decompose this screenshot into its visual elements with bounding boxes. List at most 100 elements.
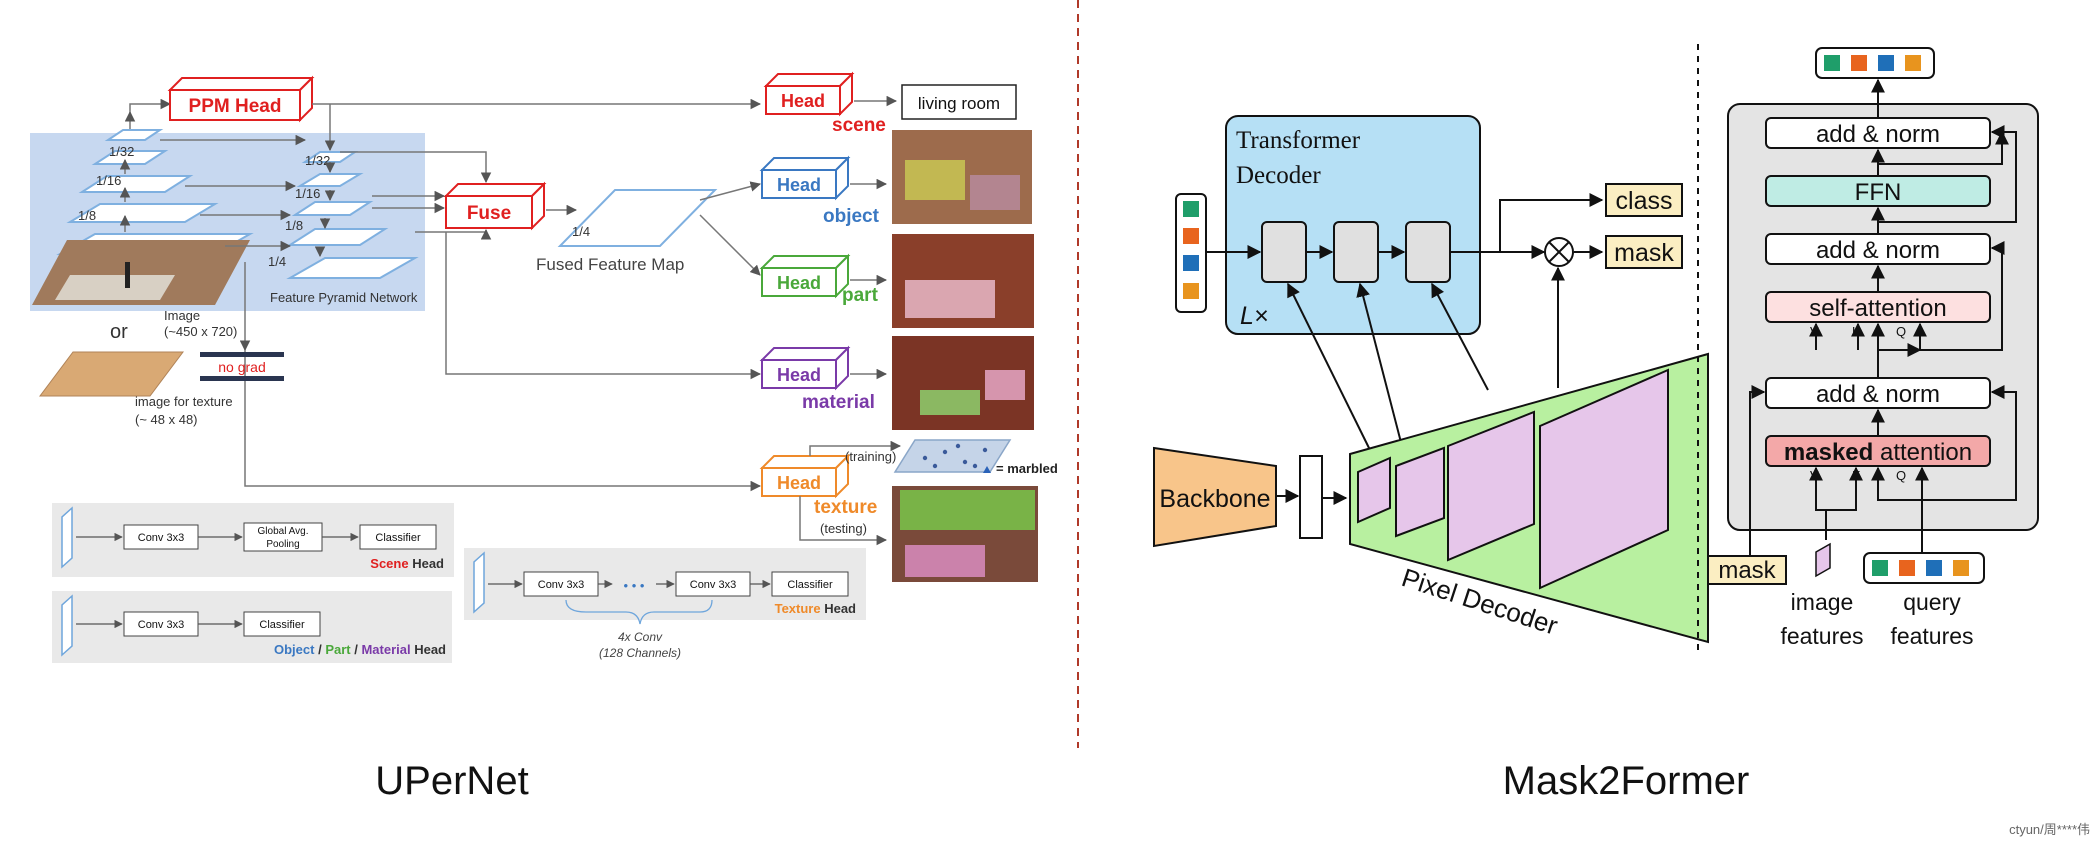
- image-features-label-2: features: [1780, 623, 1863, 649]
- image-size-label: (~450 x 720): [164, 324, 237, 339]
- upernet-caption: UPerNet: [375, 759, 528, 803]
- or-label: or: [110, 321, 128, 343]
- scene-head: Head scene: [763, 71, 886, 136]
- svg-text:Object / Part / Material Head: Object / Part / Material Head: [274, 642, 446, 657]
- pixel-feature-3: [1447, 410, 1535, 562]
- svg-text:4x Conv: 4x Conv: [618, 630, 663, 644]
- scene-head-detail: Conv 3x3 Global Avg. Pooling Classifier …: [52, 503, 454, 577]
- svg-text:Q: Q: [1896, 324, 1906, 339]
- marbled-texture-sample: [893, 439, 1012, 473]
- living-room-label: living room: [918, 94, 1000, 113]
- material-label: material: [802, 392, 875, 413]
- lx-label: L×: [1240, 302, 1269, 330]
- decoder-layer-3: [1405, 221, 1451, 283]
- decoder-layer-2: [1333, 221, 1379, 283]
- living-room-box: [901, 84, 1017, 120]
- backbone-feature: [1299, 455, 1323, 539]
- svg-text:Head: Head: [777, 365, 821, 385]
- marbled-triangle-icon: [983, 466, 991, 473]
- marbled-label: = marbled: [996, 461, 1058, 476]
- query-features-label-2: features: [1890, 623, 1973, 649]
- object-label: object: [823, 206, 880, 227]
- svg-text:add & norm: add & norm: [1816, 381, 1940, 408]
- omp-head-detail: Conv 3x3 Classifier Object / Part / Mate…: [52, 591, 452, 663]
- class-output: [1605, 183, 1683, 217]
- ppm-head-label: PPM Head: [189, 96, 282, 117]
- backbone: [1153, 446, 1277, 548]
- scene-label: scene: [832, 115, 886, 136]
- mask-input: [1707, 555, 1787, 585]
- svg-text:Q: Q: [1896, 468, 1906, 483]
- svg-text:Global Avg.: Global Avg.: [258, 526, 309, 537]
- svg-text:V: V: [1810, 324, 1819, 339]
- svg-text:Conv 3x3: Conv 3x3: [690, 579, 736, 591]
- fused-feature-map-label: Fused Feature Map: [536, 255, 684, 274]
- texture-input-image: [39, 351, 184, 397]
- training-label: (training): [845, 449, 896, 464]
- scale-label-1-32: 1/32: [109, 144, 134, 159]
- svg-text:• • •: • • •: [624, 578, 645, 593]
- svg-text:Classifier: Classifier: [259, 619, 305, 631]
- texture-image-label: image for texture: [135, 394, 233, 409]
- backbone-label: Backbone: [1159, 485, 1270, 513]
- part-label: part: [842, 285, 879, 306]
- mask2former-caption: Mask2Former: [1503, 759, 1750, 803]
- svg-text:Conv 3x3: Conv 3x3: [538, 579, 584, 591]
- material-head: Head material: [759, 345, 875, 413]
- fpn-pyramid: [286, 151, 419, 279]
- scale-label-1-8: 1/8: [78, 208, 96, 223]
- pixel-feature-1: [1357, 456, 1391, 524]
- query-features-label-1: query: [1903, 589, 1961, 615]
- svg-text:1/16: 1/16: [295, 186, 320, 201]
- texture-head: Head texture: [759, 453, 877, 518]
- fused-feature-map: [557, 189, 718, 247]
- fuse-block: Fuse: [443, 181, 547, 231]
- svg-text:Head: Head: [777, 175, 821, 195]
- ppm-head: PPM Head: [167, 75, 315, 123]
- upernet-diagram: 1/32 1/16 1/8 1/4 1/32 1/16 1/8 1/4 Feat…: [30, 71, 1058, 663]
- svg-text:Head: Head: [777, 473, 821, 493]
- svg-text:Classifier: Classifier: [787, 579, 833, 591]
- svg-text:add & norm: add & norm: [1816, 121, 1940, 148]
- texture-image-size-label: (~ 48 x 48): [135, 412, 198, 427]
- transformer-decoder-label-2: Decoder: [1236, 162, 1321, 189]
- transformer-decoder-label-1: Transformer: [1236, 127, 1361, 154]
- svg-text:Classifier: Classifier: [375, 532, 421, 544]
- svg-text:masked attention: masked attention: [1784, 439, 1972, 466]
- pixel-feature-2: [1395, 446, 1445, 538]
- watermark: ctyun/周****伟: [2009, 822, 2090, 837]
- pixel-feature-4: [1539, 368, 1669, 590]
- mask-label: mask: [1614, 239, 1674, 267]
- part-head: Head part: [759, 253, 879, 306]
- svg-text:Head: Head: [781, 91, 825, 111]
- svg-text:self-attention: self-attention: [1809, 295, 1946, 322]
- svg-text:Head: Head: [777, 273, 821, 293]
- svg-text:1/32: 1/32: [305, 153, 330, 168]
- svg-text:1/4: 1/4: [572, 224, 590, 239]
- mask2former-diagram: Transformer Decoder L× class mask Backbo…: [1153, 44, 2039, 650]
- svg-text:K: K: [1852, 324, 1861, 339]
- image-features-label-1: image: [1791, 589, 1854, 615]
- no-grad-label: no grad: [218, 359, 265, 375]
- mask-output: [1605, 235, 1683, 269]
- svg-text:Pooling: Pooling: [266, 539, 299, 550]
- svg-text:V: V: [1810, 468, 1819, 483]
- svg-text:Conv 3x3: Conv 3x3: [138, 532, 184, 544]
- testing-label: (testing): [820, 521, 867, 536]
- fpn-label: Feature Pyramid Network: [270, 290, 418, 305]
- svg-text:FFN: FFN: [1855, 179, 1902, 206]
- class-label: class: [1616, 187, 1673, 215]
- texture-label: texture: [814, 497, 877, 518]
- svg-text:Conv 3x3: Conv 3x3: [138, 619, 184, 631]
- svg-text:Scene Head: Scene Head: [370, 556, 444, 571]
- mask-input-label: mask: [1718, 557, 1776, 584]
- svg-text:add & norm: add & norm: [1816, 237, 1940, 264]
- output-queries: [1815, 47, 1935, 79]
- object-head: Head object: [759, 155, 880, 227]
- scale-label-1-16: 1/16: [96, 173, 121, 188]
- texture-head-detail: Conv 3x3 • • • Conv 3x3 Classifier Textu…: [464, 548, 866, 660]
- svg-text:1/4: 1/4: [268, 254, 286, 269]
- svg-text:Texture Head: Texture Head: [775, 601, 856, 616]
- svg-text:1/8: 1/8: [285, 218, 303, 233]
